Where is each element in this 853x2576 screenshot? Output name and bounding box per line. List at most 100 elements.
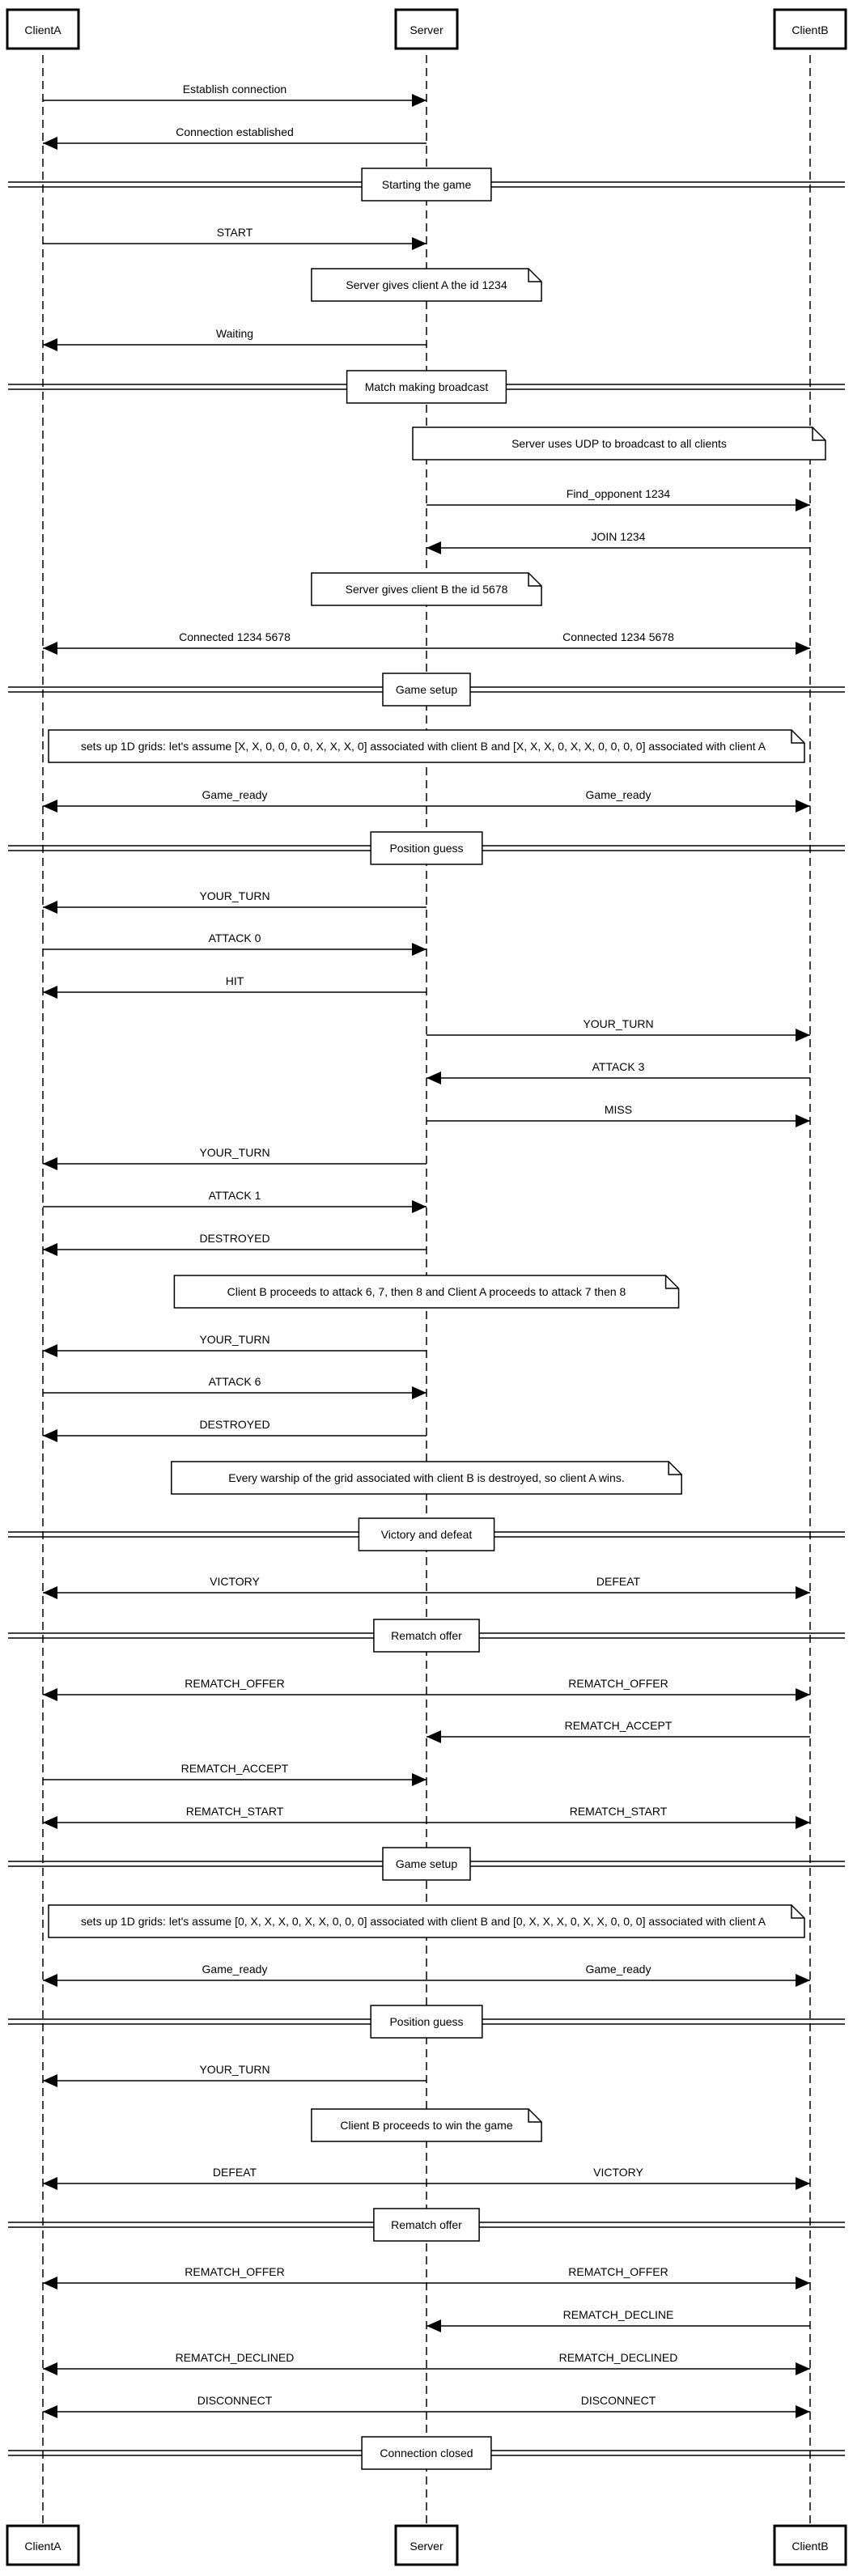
broadcast-arrowhead-left	[43, 2362, 57, 2375]
message-arrowhead	[43, 1344, 57, 1357]
note-fold	[791, 1905, 804, 1919]
note-label: Client B proceeds to win the game	[340, 2119, 512, 2132]
broadcast-arrowhead-right	[796, 1816, 810, 1829]
participant-footer-clientb	[773, 2524, 847, 2566]
message-label: Connection established	[176, 125, 294, 138]
participant-header-label: ClientA	[24, 23, 62, 36]
broadcast-arrowhead-right	[796, 800, 810, 813]
message-label: ATTACK 0	[209, 932, 261, 944]
broadcast-label-clientb: REMATCH_OFFER	[568, 1677, 668, 1690]
message-arrowhead	[796, 499, 810, 511]
note-fold	[791, 730, 804, 744]
broadcast-arrowhead-left	[43, 1586, 57, 1599]
note-fold	[528, 2109, 542, 2123]
note-fold	[812, 427, 825, 441]
message-label: HIT	[226, 974, 244, 987]
note-label: sets up 1D grids: let's assume [0, X, X,…	[81, 1915, 766, 1928]
message-arrowhead	[412, 1773, 426, 1786]
note-box	[171, 1461, 682, 1495]
note-box	[48, 729, 805, 763]
broadcast-arrowhead-right	[796, 1974, 810, 1987]
note-box	[48, 1904, 805, 1938]
message-label: YOUR_TURN	[199, 2063, 269, 2076]
message-arrowhead	[426, 2319, 441, 2332]
note-box	[412, 427, 826, 460]
message-arrowhead	[43, 901, 57, 914]
divider-box	[373, 2208, 480, 2242]
message-arrowhead	[412, 94, 426, 107]
note-label: sets up 1D grids: let's assume [X, X, 0,…	[81, 740, 766, 753]
note-fold	[664, 1275, 679, 1289]
broadcast-label-clienta: Game_ready	[202, 788, 268, 801]
message-arrowhead	[796, 1029, 810, 1042]
broadcast-arrowhead-right	[796, 642, 810, 655]
divider-label: Position guess	[389, 842, 463, 855]
broadcast-arrowhead-right	[796, 1586, 810, 1599]
divider-box	[382, 1847, 471, 1881]
participant-header-clienta	[6, 8, 80, 50]
note-box	[311, 268, 542, 302]
participant-footer-server	[394, 2524, 459, 2566]
divider-box	[373, 1619, 480, 1653]
note-label: Client B proceeds to attack 6, 7, then 8…	[227, 1285, 626, 1298]
broadcast-label-clienta: DISCONNECT	[197, 2394, 273, 2407]
broadcast-label-clienta: Connected 1234 5678	[179, 630, 291, 643]
broadcast-label-clientb: DEFEAT	[596, 1575, 641, 1588]
message-arrowhead	[43, 986, 57, 999]
broadcast-label-clientb: Game_ready	[586, 788, 651, 801]
message-arrowhead	[43, 2074, 57, 2087]
participant-header-server	[394, 8, 459, 50]
message-label: YOUR_TURN	[199, 1333, 269, 1346]
broadcast-arrowhead-right	[796, 2177, 810, 2190]
broadcast-label-clienta: VICTORY	[210, 1575, 260, 1588]
participant-footer-clienta	[6, 2524, 80, 2566]
message-label: ATTACK 1	[209, 1189, 261, 1202]
broadcast-label-clienta: DEFEAT	[213, 2166, 257, 2179]
participant-header-label: ClientB	[791, 23, 828, 36]
note-label: Server uses UDP to broadcast to all clie…	[511, 437, 727, 450]
broadcast-label-clienta: REMATCH_START	[186, 1805, 284, 1818]
message-arrowhead	[43, 1243, 57, 1256]
note-box	[311, 572, 542, 606]
participant-header-clientb	[773, 8, 847, 50]
broadcast-arrowhead-right	[796, 1688, 810, 1701]
divider-label: Match making broadcast	[365, 380, 489, 393]
participant-footer-label: ClientB	[791, 2540, 828, 2553]
note-box	[173, 1275, 680, 1309]
broadcast-arrowhead-right	[796, 2405, 810, 2418]
message-arrowhead	[426, 1730, 441, 1743]
divider-label: Position guess	[389, 2015, 463, 2028]
message-label: DESTROYED	[199, 1232, 269, 1245]
message-arrowhead	[412, 1200, 426, 1213]
divider-label: Starting the game	[382, 178, 472, 191]
broadcast-arrowhead-left	[43, 1974, 57, 1987]
divider-label: Game setup	[396, 683, 457, 696]
message-arrowhead	[43, 137, 57, 150]
broadcast-arrowhead-left	[43, 1816, 57, 1829]
broadcast-arrowhead-left	[43, 2177, 57, 2190]
note-label: Server gives client B the id 5678	[346, 583, 508, 596]
note-fold	[668, 1462, 682, 1475]
broadcast-label-clienta: REMATCH_OFFER	[185, 1677, 284, 1690]
message-label: Find_opponent 1234	[567, 487, 671, 500]
divider-box	[370, 2005, 483, 2039]
broadcast-arrowhead-left	[43, 800, 57, 813]
message-label: REMATCH_ACCEPT	[181, 1762, 289, 1775]
message-arrowhead	[796, 1114, 810, 1127]
broadcast-arrowhead-left	[43, 2277, 57, 2290]
message-label: ATTACK 3	[592, 1060, 645, 1073]
divider-label: Victory and defeat	[381, 1528, 473, 1541]
divider-box	[361, 168, 492, 202]
broadcast-label-clienta: Game_ready	[202, 1963, 268, 1975]
message-label: Establish connection	[183, 83, 286, 95]
message-arrowhead	[43, 1157, 57, 1170]
divider-box	[346, 370, 507, 404]
message-arrowhead	[426, 1072, 441, 1084]
participant-footer-label: ClientA	[24, 2540, 62, 2553]
message-arrowhead	[412, 943, 426, 956]
note-label: Server gives client A the id 1234	[346, 278, 507, 291]
broadcast-arrowhead-left	[43, 642, 57, 655]
broadcast-arrowhead-left	[43, 2405, 57, 2418]
broadcast-label-clientb: VICTORY	[593, 2166, 643, 2179]
divider-box	[358, 1517, 495, 1551]
